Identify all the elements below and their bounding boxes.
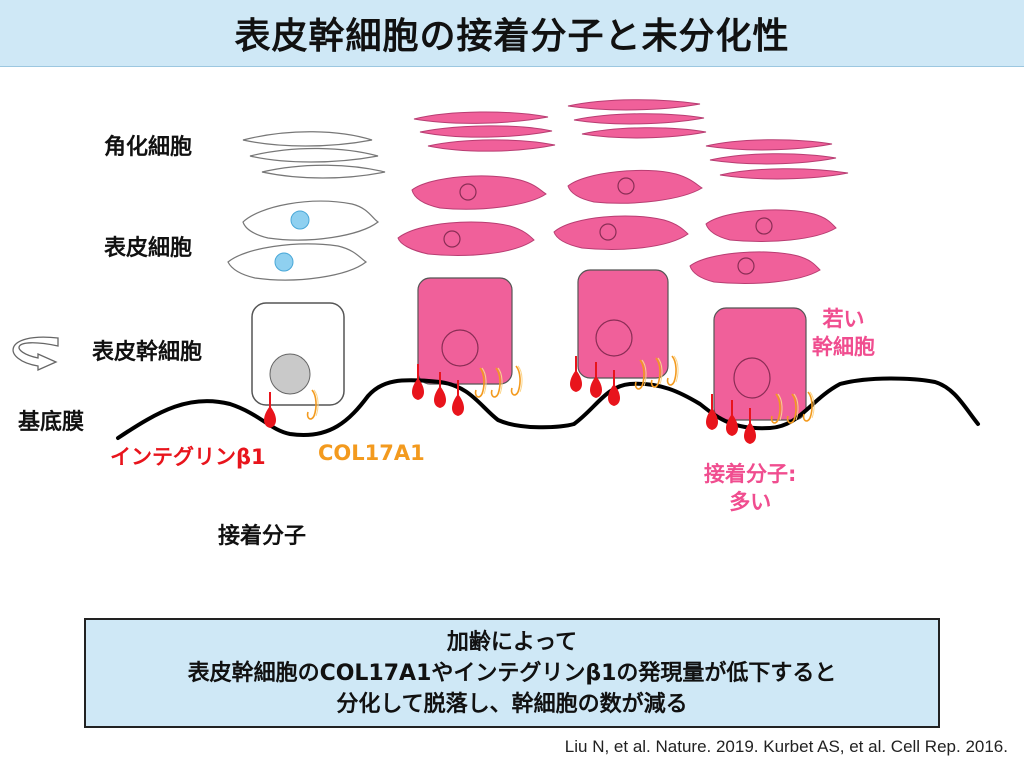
col17a1-label: COL17A1 xyxy=(318,441,425,465)
rotate-arrow-icon xyxy=(12,336,59,372)
white-epidermal-cell xyxy=(227,243,368,281)
pink-epidermal-cell xyxy=(689,251,821,284)
pink-keratinocyte-stack xyxy=(705,139,849,180)
title-bar: 表皮幹細胞の接着分子と未分化性 xyxy=(0,0,1024,67)
white-epidermal-cell xyxy=(242,200,380,241)
adhesion-molecule-label: 接着分子 xyxy=(218,524,307,549)
integrin-label: インテグリンβ1 xyxy=(110,445,266,469)
pink-stem-cell xyxy=(577,269,669,379)
pink-epidermal-cell xyxy=(397,221,535,256)
many-adhesion-label-line2: 多い xyxy=(729,490,772,514)
diagram-canvas xyxy=(12,99,980,445)
pink-stem-cell xyxy=(417,277,513,385)
summary-box: 加齢によって 表皮幹細胞のCOL17A1やインテグリンβ1の発現量が低下すると … xyxy=(84,618,940,728)
citation-text: Liu N, et al. Nature. 2019. Kurbet AS, e… xyxy=(564,737,1008,756)
epidermal-stem-cell-label: 表皮幹細胞 xyxy=(92,340,203,365)
pink-epidermal-cell xyxy=(411,175,547,210)
many-adhesion-label-line1: 接着分子: xyxy=(704,462,797,486)
pink-stem-cell xyxy=(713,307,807,421)
white-stem-cell xyxy=(251,302,345,406)
basement-membrane-line xyxy=(116,376,980,440)
young-stem-cell-label-line2: 幹細胞 xyxy=(812,335,875,359)
basement-membrane-label: 基底膜 xyxy=(18,410,85,435)
summary-line-3: 分化して脱落し、幹細胞の数が減る xyxy=(336,691,688,717)
keratinocyte-label: 角化細胞 xyxy=(104,135,193,160)
citation: Liu N, et al. Nature. 2019. Kurbet AS, e… xyxy=(565,737,1008,757)
epidermal-cell-label: 表皮細胞 xyxy=(104,236,193,261)
pink-keratinocyte-stack xyxy=(567,99,707,139)
pink-epidermal-cell xyxy=(567,169,703,204)
young-stem-cell-label: 若い 幹細胞 xyxy=(812,305,875,361)
many-adhesion-label: 接着分子: 多い xyxy=(704,460,796,516)
summary-line-1: 加齢によって xyxy=(446,629,578,655)
pink-epidermal-cell xyxy=(705,209,837,242)
summary-line-2: 表皮幹細胞のCOL17A1やインテグリンβ1の発現量が低下すると xyxy=(187,660,837,686)
pink-keratinocyte-stack xyxy=(413,111,556,152)
young-stem-cell-label-line1: 若い xyxy=(822,307,865,331)
pink-epidermal-cell xyxy=(553,215,689,250)
white-keratinocyte-stack xyxy=(242,131,386,179)
page-title: 表皮幹細胞の接着分子と未分化性 xyxy=(234,16,790,57)
